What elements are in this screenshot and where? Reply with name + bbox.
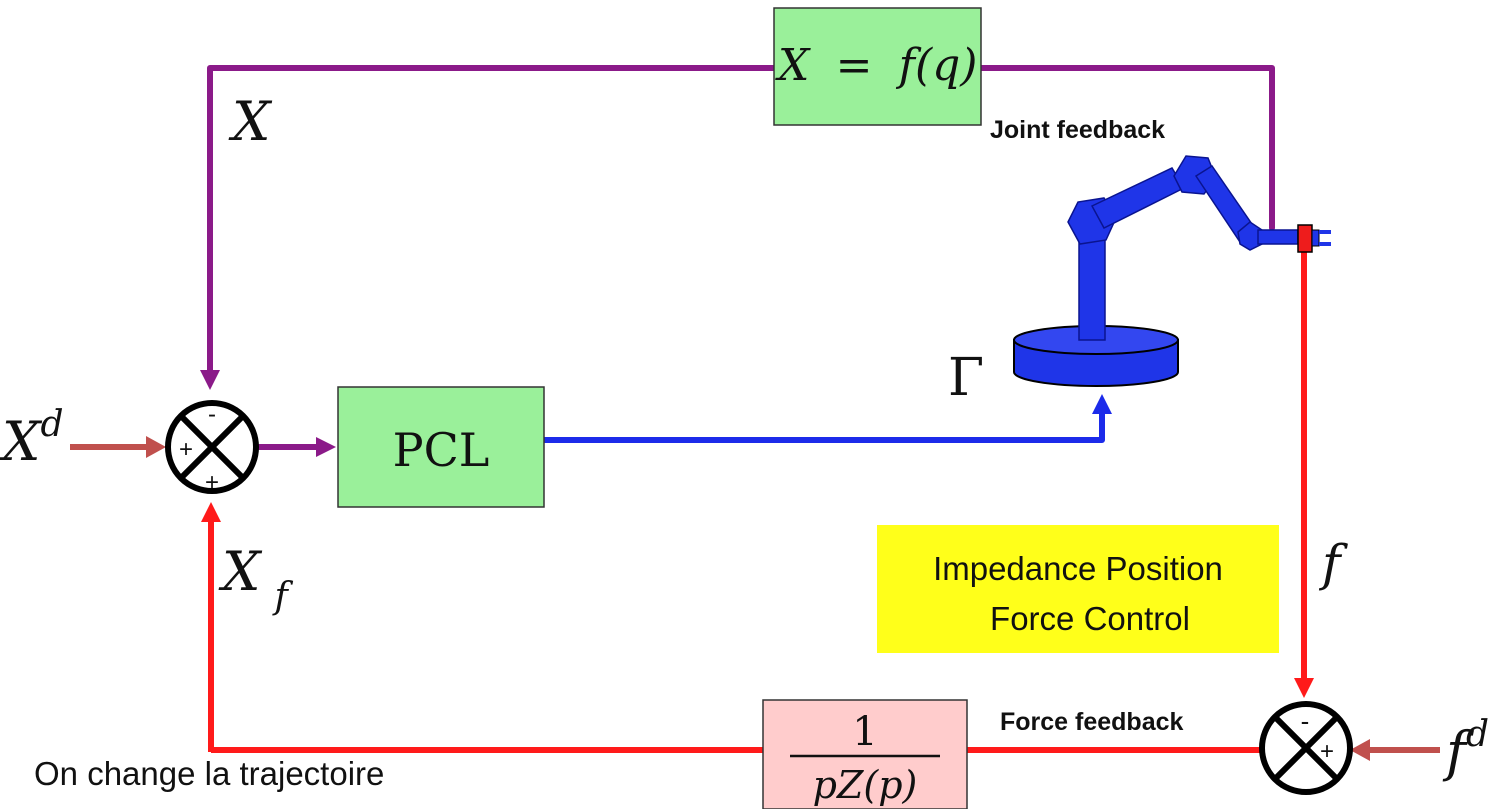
position-sum-bottom-sign: + — [205, 469, 219, 496]
position-sum-top-sign: - — [208, 401, 216, 428]
joint-feedback-label: Joint feedback — [990, 116, 1165, 144]
force-summing-junction: - + — [1259, 701, 1353, 795]
position-sum-left-sign: + — [179, 436, 193, 463]
signal-x-label: X — [228, 90, 273, 153]
signal-f-label: f — [1318, 534, 1348, 592]
xd-input-arrowhead — [146, 436, 166, 458]
sum-to-pcl-arrowhead — [316, 437, 336, 457]
force-sum-top-sign: - — [1301, 706, 1310, 736]
pcl-label: PCL — [393, 423, 490, 477]
force-feedback-label: Force feedback — [1000, 708, 1184, 736]
impedance-note-line1: Impedance Position — [933, 550, 1223, 587]
position-summing-junction: - + + — [165, 400, 259, 496]
xf-feedback-arrowhead — [201, 502, 221, 522]
joint-model-block: X = f(q) — [773, 7, 982, 126]
joint-model-rhs: f(q) — [896, 40, 978, 91]
impedance-numerator: 1 — [852, 709, 877, 755]
svg-text:X = f(q): X = f(q) — [775, 40, 977, 91]
robot-arm-icon — [1013, 155, 1331, 387]
robot-gripper — [1311, 229, 1320, 247]
impedance-note-line2: Force Control — [990, 600, 1190, 637]
impedance-control-note: Impedance Position Force Control — [877, 525, 1279, 653]
robot-upper-arm — [1090, 167, 1186, 229]
caption-text: On change la trajectoire — [34, 755, 384, 792]
torque-command-arrowhead — [1092, 394, 1112, 414]
joint-feedback-path — [207, 65, 1275, 375]
force-sensor — [1297, 224, 1313, 253]
robot-column — [1078, 227, 1106, 341]
joint-feedback-arrowhead — [200, 370, 220, 390]
signal-fd-label: fd — [1442, 714, 1489, 783]
force-sensor-arrowhead — [1294, 678, 1314, 698]
impedance-block: 1 pZ(p) — [762, 699, 968, 809]
pcl-block: PCL — [337, 386, 545, 508]
force-sum-right-sign: + — [1320, 738, 1334, 765]
impedance-denominator: pZ(p) — [813, 763, 918, 807]
torque-command-path — [543, 412, 1105, 443]
fd-input-arrowhead — [1350, 739, 1370, 761]
signal-xd-label: Xd — [0, 404, 64, 473]
signal-gamma-label: Γ — [948, 348, 984, 408]
joint-model-eq: = — [836, 40, 873, 91]
joint-model-lhs: X — [775, 40, 811, 91]
